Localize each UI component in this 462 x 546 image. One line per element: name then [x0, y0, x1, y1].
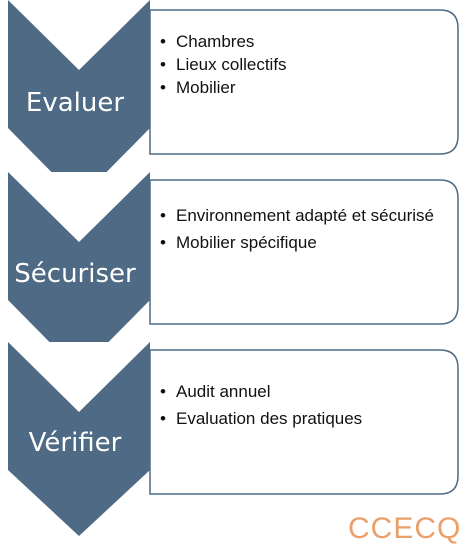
list-item: Mobilier — [160, 76, 450, 99]
step-3-chevron — [8, 342, 150, 536]
list-item: Mobilier spécifique — [160, 231, 445, 254]
list-item: Evaluation des pratiques — [160, 407, 450, 430]
list-item: Chambres — [160, 30, 450, 53]
step-3-list: Audit annuel Evaluation des pratiques — [160, 380, 450, 430]
list-item: Lieux collectifs — [160, 53, 450, 76]
step-1-label: Evaluer — [25, 88, 125, 118]
list-item: Environnement adapté et sécurisé — [160, 204, 445, 227]
step-1-chevron — [8, 0, 150, 200]
list-item: Audit annuel — [160, 380, 450, 403]
step-2-chevron — [8, 172, 150, 372]
logo: CCECQ — [348, 512, 462, 545]
step-2-list: Environnement adapté et sécurisé Mobilie… — [160, 204, 445, 254]
step-3-label: Vérifier — [28, 428, 122, 458]
step-2-label: Sécuriser — [14, 259, 136, 289]
step-1-list: Chambres Lieux collectifs Mobilier — [160, 30, 450, 99]
